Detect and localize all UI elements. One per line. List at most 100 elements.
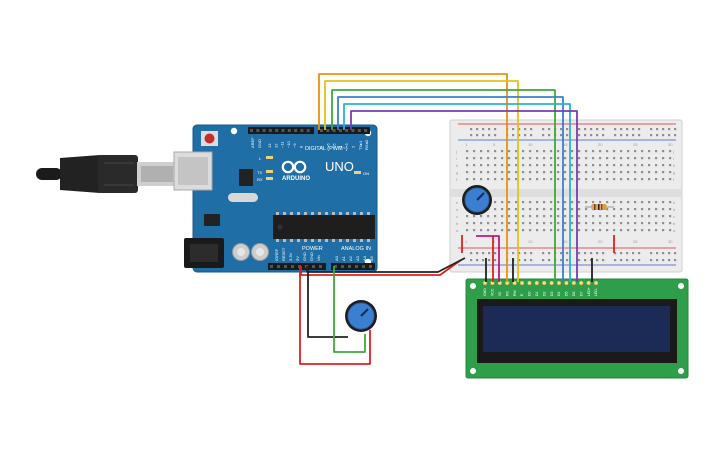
breadboard-hole[interactable] [613, 201, 616, 204]
header-pin[interactable] [334, 265, 337, 268]
header-pin[interactable] [275, 129, 279, 132]
breadboard-hole[interactable] [518, 259, 521, 262]
breadboard-hole[interactable] [515, 222, 518, 225]
breadboard-hole[interactable] [620, 178, 623, 181]
breadboard-hole[interactable] [656, 259, 659, 262]
breadboard-hole[interactable] [614, 128, 617, 131]
breadboard-hole[interactable] [648, 171, 651, 174]
breadboard-hole[interactable] [542, 134, 545, 137]
breadboard-hole[interactable] [590, 252, 593, 255]
breadboard-hole[interactable] [473, 150, 476, 153]
lcd-pin[interactable] [578, 280, 584, 286]
breadboard-hole[interactable] [488, 252, 491, 255]
breadboard-hole[interactable] [634, 215, 637, 218]
breadboard-hole[interactable] [550, 222, 553, 225]
breadboard-hole[interactable] [543, 208, 546, 211]
breadboard-hole[interactable] [613, 164, 616, 167]
breadboard-hole[interactable] [550, 150, 553, 153]
header-pin[interactable] [284, 265, 287, 268]
lcd-pin[interactable] [586, 280, 591, 286]
breadboard-hole[interactable] [482, 134, 485, 137]
breadboard-hole[interactable] [674, 259, 677, 262]
breadboard-hole[interactable] [578, 259, 581, 262]
breadboard-hole[interactable] [566, 259, 569, 262]
breadboard-hole[interactable] [627, 208, 630, 211]
breadboard-hole[interactable] [634, 150, 637, 153]
breadboard-hole[interactable] [596, 252, 599, 255]
breadboard-hole[interactable] [655, 164, 658, 167]
breadboard-hole[interactable] [515, 201, 518, 204]
breadboard-hole[interactable] [512, 134, 515, 137]
breadboard-hole[interactable] [508, 208, 511, 211]
breadboard-hole[interactable] [578, 201, 581, 204]
breadboard-hole[interactable] [620, 164, 623, 167]
breadboard-hole[interactable] [648, 157, 651, 160]
breadboard-hole[interactable] [632, 259, 635, 262]
breadboard-hole[interactable] [620, 208, 623, 211]
breadboard-hole[interactable] [626, 128, 629, 131]
breadboard-hole[interactable] [557, 201, 560, 204]
breadboard-hole[interactable] [584, 128, 587, 131]
breadboard-hole[interactable] [606, 208, 609, 211]
breadboard-hole[interactable] [466, 157, 469, 160]
breadboard-hole[interactable] [648, 222, 651, 225]
breadboard-hole[interactable] [662, 208, 665, 211]
breadboard-hole[interactable] [536, 229, 539, 232]
breadboard-hole[interactable] [620, 252, 623, 255]
breadboard-hole[interactable] [508, 164, 511, 167]
breadboard-hole[interactable] [529, 222, 532, 225]
breadboard-hole[interactable] [599, 229, 602, 232]
breadboard-hole[interactable] [564, 201, 567, 204]
breadboard-hole[interactable] [530, 128, 533, 131]
breadboard-hole[interactable] [480, 178, 483, 181]
breadboard-hole[interactable] [536, 178, 539, 181]
breadboard-hole[interactable] [578, 215, 581, 218]
breadboard-hole[interactable] [627, 229, 630, 232]
header-pin[interactable] [294, 129, 298, 132]
breadboard-hole[interactable] [638, 134, 641, 137]
breadboard-hole[interactable] [585, 208, 588, 211]
breadboard-hole[interactable] [592, 157, 595, 160]
header-pin[interactable] [277, 265, 280, 268]
breadboard-hole[interactable] [599, 157, 602, 160]
lcd-pin[interactable] [519, 280, 525, 286]
header-pin[interactable] [362, 265, 365, 268]
header-pin[interactable] [341, 265, 344, 268]
breadboard-hole[interactable] [626, 134, 629, 137]
breadboard-hole[interactable] [662, 259, 665, 262]
breadboard-hole[interactable] [655, 222, 658, 225]
breadboard-hole[interactable] [515, 208, 518, 211]
breadboard-hole[interactable] [466, 164, 469, 167]
breadboard-hole[interactable] [536, 201, 539, 204]
header-pin[interactable] [369, 265, 372, 268]
reset-button[interactable] [201, 131, 218, 146]
breadboard-hole[interactable] [529, 229, 532, 232]
breadboard-hole[interactable] [634, 222, 637, 225]
breadboard-hole[interactable] [613, 150, 616, 153]
breadboard-hole[interactable] [655, 215, 658, 218]
breadboard-hole[interactable] [634, 157, 637, 160]
breadboard-hole[interactable] [522, 178, 525, 181]
breadboard-hole[interactable] [614, 134, 617, 137]
breadboard-hole[interactable] [641, 164, 644, 167]
breadboard-hole[interactable] [501, 215, 504, 218]
digital-header[interactable] [248, 127, 370, 134]
lcd-pin[interactable] [571, 280, 577, 286]
breadboard-hole[interactable] [613, 157, 616, 160]
breadboard-hole[interactable] [501, 164, 504, 167]
breadboard-hole[interactable] [536, 164, 539, 167]
breadboard-hole[interactable] [662, 215, 665, 218]
breadboard-hole[interactable] [620, 128, 623, 131]
breadboard-hole[interactable] [536, 215, 539, 218]
breadboard-hole[interactable] [578, 252, 581, 255]
breadboard-hole[interactable] [557, 208, 560, 211]
header-pin[interactable] [312, 265, 315, 268]
breadboard-hole[interactable] [668, 134, 671, 137]
breadboard-hole[interactable] [592, 150, 595, 153]
lcd-pin[interactable] [549, 280, 554, 286]
breadboard-hole[interactable] [578, 222, 581, 225]
breadboard-hole[interactable] [590, 134, 593, 137]
breadboard-hole[interactable] [560, 252, 563, 255]
breadboard-hole[interactable] [641, 171, 644, 174]
breadboard-hole[interactable] [543, 215, 546, 218]
